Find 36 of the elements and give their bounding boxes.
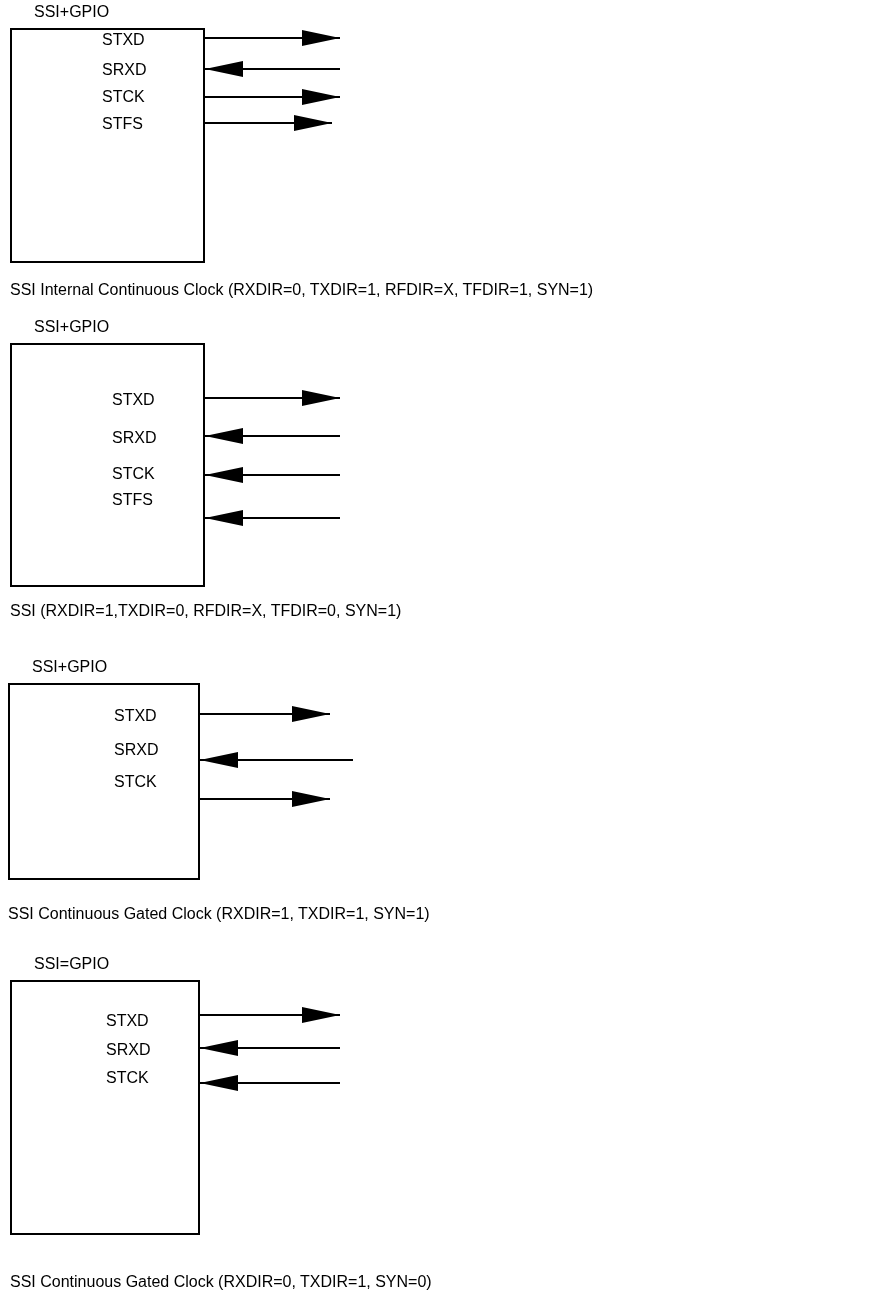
pin-label: STXD [102,31,145,49]
pin-label: STCK [114,773,157,791]
pin-label: STFS [112,491,153,509]
signal-arrow [204,61,341,77]
signal-arrow [204,390,341,406]
block-title: SSI+GPIO [34,318,110,336]
block-title: SSI=GPIO [34,955,110,973]
signal-arrow [204,115,333,131]
block-title: SSI+GPIO [34,3,110,21]
mode-caption: SSI Continuous Gated Clock (RXDIR=0, TXDIR=1, SYN=0) [10,1273,432,1291]
signal-arrow [199,752,354,768]
pin-label: SRXD [114,741,159,759]
signal-arrow [199,1075,341,1091]
pin-label: STCK [106,1069,149,1087]
signal-arrow [199,706,331,722]
signal-arrow [204,510,341,526]
signal-arrow [199,1040,341,1056]
pin-label: SRXD [112,429,157,447]
signal-arrow [204,428,341,444]
signal-arrow [204,89,341,105]
pin-label: STFS [102,115,143,133]
pin-label: STCK [112,465,155,483]
pin-label: STCK [102,88,145,106]
mode-caption: SSI (RXDIR=1,TXDIR=0, RFDIR=X, TFDIR=0, SYN=1) [10,602,402,620]
pin-label: SRXD [106,1041,151,1059]
block-title: SSI+GPIO [32,658,108,676]
signal-arrow [204,30,341,46]
pin-label: STXD [106,1012,149,1030]
signal-arrow [204,467,341,483]
pin-label: STXD [112,391,155,409]
signal-arrow [199,791,331,807]
signal-arrow [199,1007,341,1023]
pin-label: SRXD [102,61,147,79]
mode-caption: SSI Internal Continuous Clock (RXDIR=0, TXDIR=1, RFDIR=X, TFDIR=1, SYN=1) [10,281,594,299]
pin-label: STXD [114,707,157,725]
mode-caption: SSI Continuous Gated Clock (RXDIR=1, TXDIR=1, SYN=1) [8,905,430,923]
